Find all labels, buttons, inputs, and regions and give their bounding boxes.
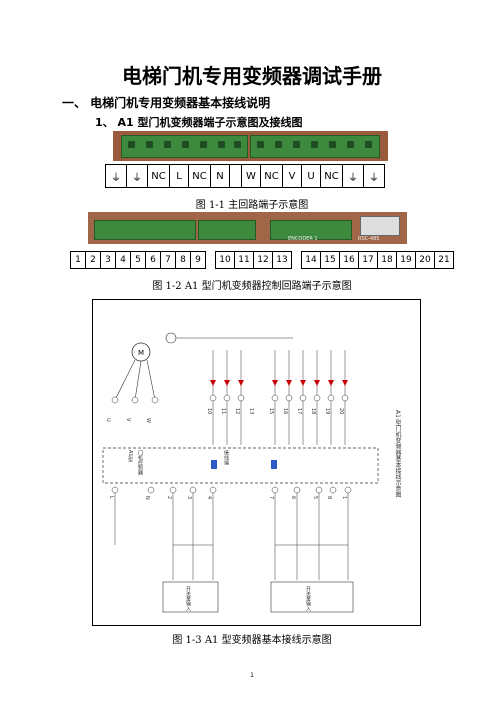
control-terminal-block-1 bbox=[94, 220, 196, 240]
main-terminal-photo bbox=[113, 131, 388, 161]
terminal-number: 8 bbox=[326, 496, 332, 500]
terminal-label: 8 bbox=[175, 251, 191, 269]
terminal-label: 16 bbox=[339, 251, 359, 269]
terminal-u: U bbox=[105, 418, 111, 422]
input-block-right bbox=[270, 581, 354, 613]
terminal-w: W bbox=[145, 418, 151, 423]
dip-switch bbox=[271, 460, 277, 469]
wiring-diagram-svg: M bbox=[102, 332, 379, 613]
terminal-label: 7 bbox=[160, 251, 176, 269]
terminal-label: NC bbox=[320, 164, 343, 188]
terminal-n: N bbox=[144, 496, 150, 500]
control-terminal-block-3 bbox=[270, 220, 352, 240]
ground-icon: ⏚ bbox=[342, 164, 364, 188]
control-terminal-block-2 bbox=[198, 220, 256, 240]
terminal-label: 10 bbox=[215, 251, 235, 269]
figure-caption-3: 图 1-3 A1 型变频器基本接线示意图 bbox=[172, 635, 332, 646]
terminal-v: V bbox=[125, 418, 131, 422]
subsection-heading: 1、 A1 型门机变频器端子示意图及接线图 bbox=[95, 116, 303, 129]
terminal-label: 6 bbox=[145, 251, 161, 269]
terminal-label: U bbox=[301, 164, 321, 188]
figure-caption-1: 图 1-1 主回路端子示意图 bbox=[195, 200, 309, 211]
main-terminal-block-left bbox=[121, 135, 248, 158]
terminal-number: 6 bbox=[290, 496, 296, 500]
terminal-label: 15 bbox=[320, 251, 340, 269]
dip-switch bbox=[211, 460, 217, 469]
terminal-number: 7 bbox=[268, 496, 274, 500]
terminal-label: 20 bbox=[415, 251, 435, 269]
main-terminal-block-right bbox=[250, 135, 380, 158]
page-number: 1 bbox=[250, 672, 254, 679]
terminal-l: L bbox=[108, 496, 114, 499]
terminal-label: 11 bbox=[234, 251, 254, 269]
terminal-label: N bbox=[210, 164, 230, 188]
terminal-number: 19 bbox=[324, 408, 330, 415]
terminal-label: 17 bbox=[358, 251, 378, 269]
terminal-number: 12 bbox=[234, 408, 240, 415]
terminal-number: 5 bbox=[312, 496, 318, 500]
terminal-number: 20 bbox=[338, 408, 344, 415]
ground-icon: ⏚ bbox=[126, 164, 148, 188]
rs-port-label: RSC-485 bbox=[358, 236, 380, 242]
ground-icon: ⏚ bbox=[105, 164, 127, 188]
ground-icon: ⏚ bbox=[363, 164, 385, 188]
diagram-note: A1 型门机变频器基本接线示意图 bbox=[394, 410, 401, 498]
terminal-label: 14 bbox=[301, 251, 321, 269]
terminal-label: 2 bbox=[85, 251, 101, 269]
terminal-label: NC bbox=[147, 164, 170, 188]
terminal-number: 11 bbox=[220, 408, 226, 415]
input-block-label: 开关量输入 bbox=[305, 586, 311, 611]
input-block-left bbox=[162, 581, 219, 613]
terminal-label: 1 bbox=[70, 251, 86, 269]
terminal-label: 9 bbox=[190, 251, 206, 269]
input-block-label: 开关量输入 bbox=[185, 586, 191, 611]
inverter-label: 门机控制器 bbox=[137, 450, 143, 475]
terminal-number: 10 bbox=[206, 408, 212, 415]
inverter-label: A1型 bbox=[127, 450, 133, 462]
motor-label: M bbox=[138, 349, 144, 357]
terminal-label: 19 bbox=[396, 251, 416, 269]
control-terminal-photo: ENCODER 1 RSC-485 bbox=[88, 212, 407, 244]
figure-caption-2: 图 1-2 A1 型门机变频器控制回路端子示意图 bbox=[152, 281, 352, 292]
page-title: 电梯门机专用变频器调试手册 bbox=[122, 64, 382, 88]
terminal-label: 5 bbox=[130, 251, 146, 269]
terminal-number: 15 bbox=[268, 408, 274, 415]
terminal-label: 18 bbox=[377, 251, 397, 269]
terminal-label: 13 bbox=[272, 251, 292, 269]
terminal-number: 2 bbox=[166, 496, 172, 500]
terminal-number: 17 bbox=[296, 408, 302, 415]
terminal-label: NC bbox=[188, 164, 211, 188]
terminal-number: 13 bbox=[248, 408, 254, 415]
terminal-label: 3 bbox=[100, 251, 116, 269]
rj45-port-icon bbox=[360, 216, 400, 236]
terminal-label: NC bbox=[260, 164, 283, 188]
encoder-label: ENCODER 1 bbox=[288, 236, 318, 242]
terminal-label: L bbox=[169, 164, 189, 188]
terminal-number: 4 bbox=[206, 496, 212, 500]
control-terminal-labels: 1 2 3 4 5 6 7 8 9 10 11 12 13 14 15 16 1… bbox=[70, 251, 454, 269]
terminal-number: 16 bbox=[282, 408, 288, 415]
terminal-label: V bbox=[282, 164, 302, 188]
wiring-diagram: M bbox=[92, 299, 421, 626]
section-heading: 一、 电梯门机专用变频器基本接线说明 bbox=[62, 96, 271, 110]
terminal-label: 12 bbox=[253, 251, 273, 269]
terminal-number: 1 bbox=[341, 496, 347, 500]
terminal-label: 4 bbox=[115, 251, 131, 269]
terminal-label: W bbox=[241, 164, 261, 188]
inverter-label: 接线端 bbox=[223, 450, 229, 465]
main-terminal-labels: ⏚ ⏚ NC L NC N W NC V U NC ⏚ ⏚ bbox=[105, 164, 385, 188]
terminal-number: 3 bbox=[186, 496, 192, 500]
terminal-number: 18 bbox=[310, 408, 316, 415]
inverter-box bbox=[102, 447, 379, 484]
terminal-label: 21 bbox=[434, 251, 454, 269]
